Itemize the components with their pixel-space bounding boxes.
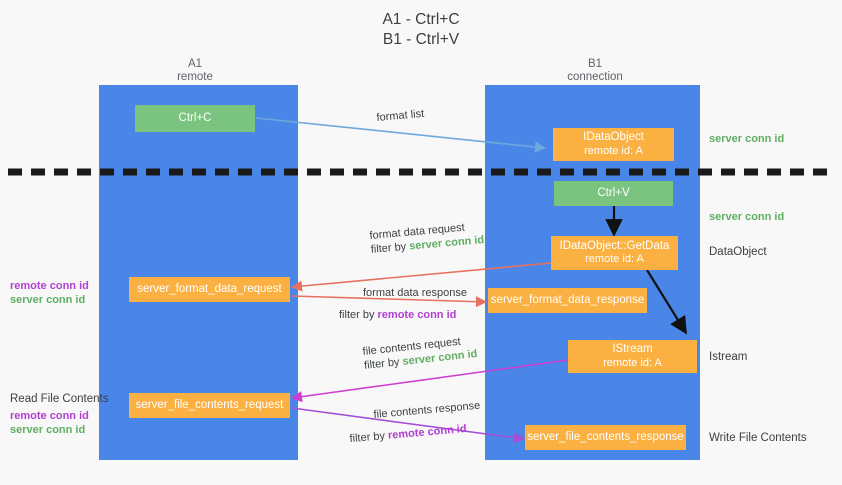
- filter-prefix: filter by: [370, 240, 410, 256]
- node-istream-remote-id: remote id: A: [603, 356, 662, 369]
- node-server-file-contents-response-label: server_file_contents_response: [527, 430, 684, 443]
- edge-label-format-data-response-filter: filter by remote conn id: [339, 308, 467, 322]
- annotation-left-bottom: Read File Contents remote conn id server…: [10, 392, 108, 437]
- annotation-left-bottom-server: server conn id: [10, 424, 86, 436]
- filter-key-remote-conn-id: remote conn id: [387, 422, 468, 442]
- node-server-file-contents-request-label: server_file_contents_request: [135, 398, 284, 411]
- edge-label-file-contents-response-text: file contents response: [373, 399, 481, 421]
- annotation-server-conn-id-top: server conn id: [709, 133, 785, 145]
- node-idataobject[interactable]: IDataObject remote id: A: [553, 128, 674, 161]
- node-getdata[interactable]: IDataObject::GetData remote id: A: [551, 236, 678, 270]
- edge-label-file-contents-response: file contents response filter by remote …: [349, 399, 483, 445]
- edge-label-file-contents-response-filter: filter by remote conn id: [349, 421, 483, 447]
- edge-label-file-contents-request: file contents request filter by server c…: [362, 333, 478, 373]
- node-istream[interactable]: IStream remote id: A: [568, 340, 697, 373]
- node-istream-label: IStream: [612, 343, 653, 355]
- edge-label-format-data-response-text: format data response: [363, 287, 467, 299]
- edge-label-format-data-request: format data request filter by server con…: [369, 219, 485, 257]
- diagram-title: A1 - Ctrl+C B1 - Ctrl+V: [0, 10, 842, 50]
- node-server-format-data-response[interactable]: server_format_data_response: [488, 288, 647, 313]
- lane-header-a1: A1 remote: [130, 58, 260, 84]
- edge-label-format-data-response: format data response filter by remote co…: [339, 286, 467, 322]
- node-ctrl-c-label: Ctrl+C: [178, 111, 212, 124]
- edge-label-format-list-text: format list: [376, 107, 425, 124]
- node-ctrl-v-label: Ctrl+V: [597, 186, 630, 199]
- annotation-left-mid-remote: remote conn id: [10, 280, 89, 292]
- node-getdata-label: IDataObject::GetData: [559, 239, 670, 252]
- node-server-file-contents-request[interactable]: server_file_contents_request: [129, 393, 290, 418]
- edge-label-format-list: format list: [376, 107, 425, 125]
- filter-prefix: filter by: [339, 309, 378, 321]
- annotation-server-conn-id-second: server conn id: [709, 211, 785, 223]
- node-ctrl-c[interactable]: Ctrl+C: [135, 105, 255, 132]
- annotation-istream: Istream: [709, 351, 748, 363]
- annotation-left-bottom-remote: remote conn id: [10, 410, 89, 422]
- lane-header-b1-name: B1: [587, 58, 603, 70]
- annotation-write-file-contents: Write File Contents: [709, 432, 807, 444]
- title-line-1: A1 - Ctrl+C: [382, 11, 460, 28]
- lane-header-b1-sub: connection: [567, 71, 623, 83]
- filter-prefix: filter by: [363, 355, 404, 372]
- lane-header-b1: B1 connection: [530, 58, 660, 84]
- lane-header-a1-name: A1: [187, 58, 203, 70]
- node-idataobject-label: IDataObject: [583, 131, 644, 143]
- annotation-dataobject: DataObject: [709, 246, 767, 258]
- node-server-format-data-request[interactable]: server_format_data_request: [129, 277, 290, 302]
- lane-header-a1-sub: remote: [177, 71, 213, 83]
- node-server-format-data-response-label: server_format_data_response: [490, 293, 645, 306]
- title-line-2: B1 - Ctrl+V: [382, 31, 460, 48]
- node-server-file-contents-response[interactable]: server_file_contents_response: [525, 425, 686, 450]
- node-idataobject-remote-id: remote id: A: [584, 144, 643, 157]
- annotation-left-mid: remote conn id server conn id: [10, 279, 89, 307]
- filter-key-remote-conn-id: remote conn id: [377, 309, 457, 321]
- annotation-left-mid-server: server conn id: [10, 294, 86, 306]
- node-ctrl-v[interactable]: Ctrl+V: [554, 181, 673, 206]
- annotation-read-file-contents: Read File Contents: [10, 393, 109, 405]
- filter-prefix: filter by: [349, 429, 389, 446]
- node-getdata-remote-id: remote id: A: [585, 253, 644, 265]
- node-server-format-data-request-label: server_format_data_request: [137, 282, 282, 295]
